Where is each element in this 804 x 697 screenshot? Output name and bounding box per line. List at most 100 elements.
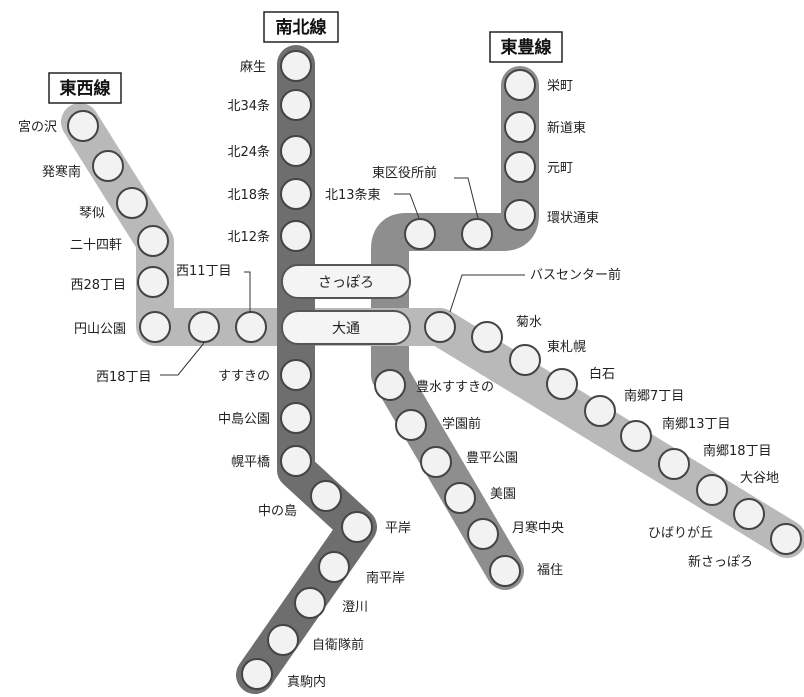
tozai-station-label: 白石: [589, 366, 615, 382]
tozai-station-label: 東札幌: [547, 339, 586, 355]
namboku-station-label: 北34条: [227, 98, 270, 114]
line-tracks: [61, 45, 804, 694]
toho-station-label: 栄町: [547, 79, 573, 94]
toho-station-marker[interactable]: [504, 151, 536, 183]
toho-station-marker[interactable]: [374, 369, 406, 401]
namboku-station-marker[interactable]: [241, 658, 273, 690]
tozai-station-marker[interactable]: [733, 498, 765, 530]
hub-odori[interactable]: 大通: [281, 310, 411, 345]
toho-station-label: 東区役所前: [372, 165, 437, 181]
tozai-station-marker[interactable]: [139, 311, 171, 343]
leader-nishi11: [244, 271, 251, 312]
toho-station-marker[interactable]: [404, 218, 436, 250]
hub-sapporo-label: さっぽろ: [318, 275, 374, 291]
leader-nishi18: [160, 342, 205, 376]
namboku-station-marker[interactable]: [280, 89, 312, 121]
toho-station-marker[interactable]: [420, 446, 452, 478]
tozai-station-label: 宮の沢: [18, 119, 57, 135]
line-title-tozai-text: 東西線: [60, 78, 111, 99]
toho-station-label: 美園: [490, 487, 516, 502]
toho-station-label: 豊水すすきの: [416, 380, 494, 395]
namboku-station-marker[interactable]: [318, 551, 350, 583]
namboku-station-marker[interactable]: [280, 359, 312, 391]
tozai-station-label: 西28丁目: [70, 278, 126, 293]
toho-station-label: 環状通東: [547, 210, 599, 226]
tozai-station-marker[interactable]: [235, 311, 267, 343]
namboku-station-label: 澄川: [342, 600, 368, 615]
tozai-station-marker[interactable]: [67, 110, 99, 142]
tozai-station-label: 新さっぽろ: [688, 554, 753, 570]
namboku-station-marker[interactable]: [280, 50, 312, 82]
station-labels: 宮の沢発寒南琴似二十四軒西28丁目円山公園西18丁目西11丁目菊水東札幌白石南郷…: [18, 60, 779, 690]
tozai-station-marker[interactable]: [696, 474, 728, 506]
hub-sapporo[interactable]: さっぽろ: [281, 264, 411, 299]
tozai-station-marker[interactable]: [509, 344, 541, 376]
namboku-station-label: 中の島: [258, 504, 297, 519]
tozai-station-marker[interactable]: [137, 266, 169, 298]
toho-station-marker[interactable]: [504, 199, 536, 231]
tozai-station-label: 二十四軒: [70, 238, 122, 253]
namboku-station-marker[interactable]: [341, 511, 373, 543]
namboku-station-marker[interactable]: [294, 587, 326, 619]
toho-station-label: 豊平公園: [466, 451, 518, 466]
tozai-station-marker[interactable]: [620, 420, 652, 452]
toho-station-marker[interactable]: [424, 311, 456, 343]
stations: [67, 50, 802, 690]
tozai-station-marker[interactable]: [188, 311, 220, 343]
tozai-station-marker[interactable]: [92, 150, 124, 182]
tozai-station-label: 大谷地: [740, 471, 779, 486]
line-title-toho-text: 東豊線: [501, 37, 552, 58]
namboku-station-label: 北18条: [227, 187, 270, 203]
namboku-station-label: 中島公園: [218, 412, 270, 427]
namboku-station-label: 北24条: [227, 144, 270, 160]
line-title-toho: 東豊線: [489, 31, 563, 63]
line-title-namboku: 南北線: [263, 11, 339, 43]
namboku-station-marker[interactable]: [267, 624, 299, 656]
leader-busscenter: [449, 274, 525, 313]
tozai-station-label: 西18丁目: [96, 370, 152, 385]
tozai-station-label: 南郷13丁目: [662, 416, 731, 432]
namboku-station-label: 真駒内: [287, 674, 326, 690]
tozai-station-label: ひばりが丘: [648, 526, 713, 541]
namboku-station-label: 北12条: [227, 229, 270, 245]
namboku-station-label: 幌平橋: [231, 454, 270, 470]
tozai-station-marker[interactable]: [471, 321, 503, 353]
toho-station-marker[interactable]: [504, 111, 536, 143]
tozai-station-marker[interactable]: [137, 225, 169, 257]
namboku-station-marker[interactable]: [280, 220, 312, 252]
toho-station-marker[interactable]: [504, 69, 536, 101]
tozai-station-marker[interactable]: [546, 368, 578, 400]
namboku-station-label: すすきの: [218, 369, 270, 384]
namboku-station-label: 平岸: [385, 521, 411, 536]
label-leader-lines: [160, 177, 525, 376]
toho-station-marker[interactable]: [461, 218, 493, 250]
toho-station-label: バスセンター前: [530, 267, 621, 283]
namboku-station-marker[interactable]: [310, 480, 342, 512]
namboku-station-label: 麻生: [240, 60, 266, 75]
tozai-station-marker[interactable]: [584, 395, 616, 427]
leader-higashikuyakusho: [454, 177, 479, 219]
toho-station-label: 月寒中央: [512, 520, 564, 536]
tozai-station-label: 発寒南: [42, 164, 81, 180]
namboku-station-label: 自衛隊前: [312, 637, 364, 653]
leader-kita13higashi: [394, 193, 420, 219]
namboku-station-marker[interactable]: [280, 135, 312, 167]
namboku-station-marker[interactable]: [280, 445, 312, 477]
tozai-station-marker[interactable]: [116, 187, 148, 219]
line-title-tozai: 東西線: [48, 72, 122, 104]
toho-station-marker[interactable]: [489, 555, 521, 587]
toho-station-label: 福住: [537, 563, 563, 578]
tozai-station-label: 菊水: [516, 315, 542, 330]
namboku-station-marker[interactable]: [280, 178, 312, 210]
toho-station-marker[interactable]: [395, 409, 427, 441]
tozai-station-marker[interactable]: [770, 523, 802, 555]
toho-station-label: 新道東: [547, 120, 586, 136]
toho-station-marker[interactable]: [444, 482, 476, 514]
namboku-station-marker[interactable]: [280, 402, 312, 434]
tozai-station-label: 西11丁目: [176, 264, 232, 279]
tozai-station-marker[interactable]: [658, 448, 690, 480]
toho-station-marker[interactable]: [467, 518, 499, 550]
hub-stations: さっぽろ 大通: [281, 264, 411, 345]
tozai-station-label: 南郷7丁目: [624, 388, 684, 404]
